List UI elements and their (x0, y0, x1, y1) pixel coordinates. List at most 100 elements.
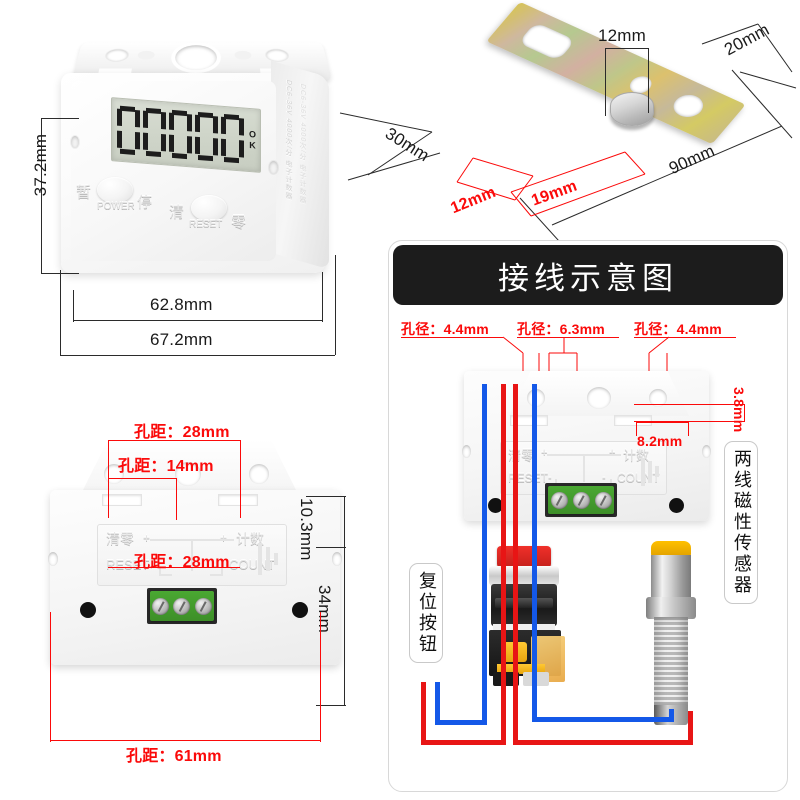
wire-red-sensor-horizontal (513, 740, 693, 745)
wire-blue-reset-vertical (482, 384, 487, 725)
terminal-screw-1[interactable] (152, 597, 170, 615)
emboss-plus-right: + (220, 531, 228, 545)
face-screw-hole-left (71, 136, 79, 148)
wire-blue-sensor-vertical (532, 384, 537, 722)
dim-line-slot-width (636, 422, 688, 423)
dim-tick-flange-top (306, 496, 346, 497)
counter-side-face: DC6-36V 4000次/分 电子计数器 DC6-36V 4000次/分 电子… (271, 60, 329, 270)
wire-blue-reset-to-button (435, 682, 440, 725)
mount-hole-left (105, 49, 129, 61)
wiring-emboss-plus-left: + (541, 447, 548, 459)
sensor-threaded-body (654, 617, 688, 709)
dim-tick-slot-width-left (636, 422, 637, 436)
mount-hole-right (265, 49, 289, 61)
terminal-screw-2[interactable] (173, 597, 191, 615)
counter-housing: DC6-36V 4000次/分 电子计数器 DC6-36V 4000次/分 电子… (61, 60, 329, 273)
emboss-count-cn: 计数 (236, 531, 264, 547)
reset-button[interactable] (191, 195, 227, 221)
wiring-diagram-title: 接线示意图 (498, 260, 678, 297)
wiring-screw-hole-right (669, 498, 684, 513)
reset-button-label-cn-prefix: 清 (169, 204, 185, 221)
wiring-emboss-bars-icon (641, 458, 659, 486)
power-button-label-en: POWER (97, 201, 135, 212)
power-button[interactable] (97, 177, 133, 203)
wiring-emboss-minus-right: - (602, 472, 606, 484)
rear-sidehole-right (332, 552, 342, 566)
wiring-terminal-block[interactable] (548, 486, 614, 514)
dim-slot-width-leader (456, 157, 534, 201)
component-label-reset-button: 复位按钮 (409, 563, 443, 663)
lcd-marker-o: O (249, 128, 257, 140)
lcd-display: O K (111, 97, 261, 173)
wiring-diagram-header: 接线示意图 (393, 245, 783, 305)
rear-hole-center (175, 462, 201, 486)
dim-label-flange-height: 10.3mm (297, 498, 316, 561)
terminal-block[interactable] (150, 591, 214, 621)
dim-line-pitch-wide (50, 740, 320, 741)
dim-tick-pitch-top-right (240, 440, 241, 518)
wire-red-reset-horizontal (421, 740, 506, 745)
dim-tick-flange-bottom (316, 547, 346, 548)
hole-leader-center-underline (517, 337, 619, 338)
dim-tick-pitch-top-left (108, 440, 109, 518)
dim-tick-overall-right (335, 255, 336, 355)
emboss-count-en: COUNT (229, 557, 276, 572)
dim-label-slot-height: 3.8mm (731, 387, 747, 433)
wiring-sidehole-right (702, 445, 711, 458)
wiring-terminal-screw-1[interactable] (550, 491, 568, 509)
reset-button-label-cn-suffix: 零 (231, 214, 247, 231)
hole-label-left: 孔径：4.4mm (401, 321, 489, 337)
dim-plate-width-leader (701, 23, 797, 89)
dim-line-pitch-bottom (108, 567, 240, 568)
dim-label-body-height: 34mm (315, 585, 334, 634)
dim-label-slot-width: 8.2mm (637, 433, 683, 449)
rear-hole-right (249, 464, 269, 484)
dim-tick-pitch-wide-right (320, 612, 321, 742)
lcd-digit (168, 109, 193, 160)
dim-line-bezel-width (73, 320, 323, 321)
reset-button-label-en: RESET (189, 219, 223, 230)
dim-line-height (41, 118, 42, 273)
emboss-reset-en: RESET (106, 557, 150, 572)
rear-emboss-panel: 清零 + 计数 + RESET - - COUNT (97, 524, 287, 586)
sensor-yellow-cap (651, 541, 691, 557)
wiring-device-flange (509, 371, 689, 416)
magnet-disc (610, 92, 654, 126)
wiring-emboss-minus-left: - (548, 472, 552, 484)
dim-line-flange-height (344, 496, 345, 548)
wire-red-sensor-to-tip (688, 711, 693, 745)
mount-recess-right (234, 50, 252, 60)
counter-side-label-2: DC6-36V 4000次/分 电子计数器 (299, 82, 306, 205)
dim-line-slot-height-top (634, 404, 744, 405)
terminal-screw-3[interactable] (194, 597, 212, 615)
magnetic-sensor-graphic (641, 541, 703, 731)
emboss-bars-icon (258, 543, 278, 575)
wiring-slot-right (614, 415, 652, 426)
lcd-unit-markers: O K (246, 129, 256, 152)
wiring-terminal-screw-3[interactable] (594, 491, 612, 509)
wiring-hole-center (587, 387, 611, 409)
plate-slot (518, 22, 576, 61)
pushbutton-terminal-left (493, 672, 519, 686)
dim-tick-slot-height (744, 404, 745, 422)
wire-blue-reset-horizontal (435, 720, 487, 725)
dim-line-pitch-center (108, 478, 176, 479)
dim-tick-magnet-right (648, 48, 649, 113)
lcd-digit (116, 105, 141, 155)
rear-screw-hole-right (292, 602, 308, 618)
wiring-emboss-plus-right: + (609, 447, 616, 459)
dim-label-bezel-width: 62.8mm (150, 295, 213, 314)
magnet-bracket-illustration (420, 1, 795, 225)
dim-label-pitch-wide: 孔距：61mm (126, 748, 222, 765)
wiring-terminal-screw-2[interactable] (572, 491, 590, 509)
dim-line-slot-height-bottom (634, 421, 744, 422)
power-button-label-cn-suffix: 停 (137, 194, 153, 211)
dim-slot-length-leader (510, 151, 646, 217)
dim-tick-body-bottom (316, 705, 346, 706)
wiring-hole-right (649, 389, 667, 407)
power-button-label-cn-prefix: 暂 (76, 184, 92, 201)
emboss-minus-right: - (213, 558, 217, 572)
dim-depth-leader (339, 112, 441, 181)
hole-leader-left-underline (401, 337, 503, 338)
